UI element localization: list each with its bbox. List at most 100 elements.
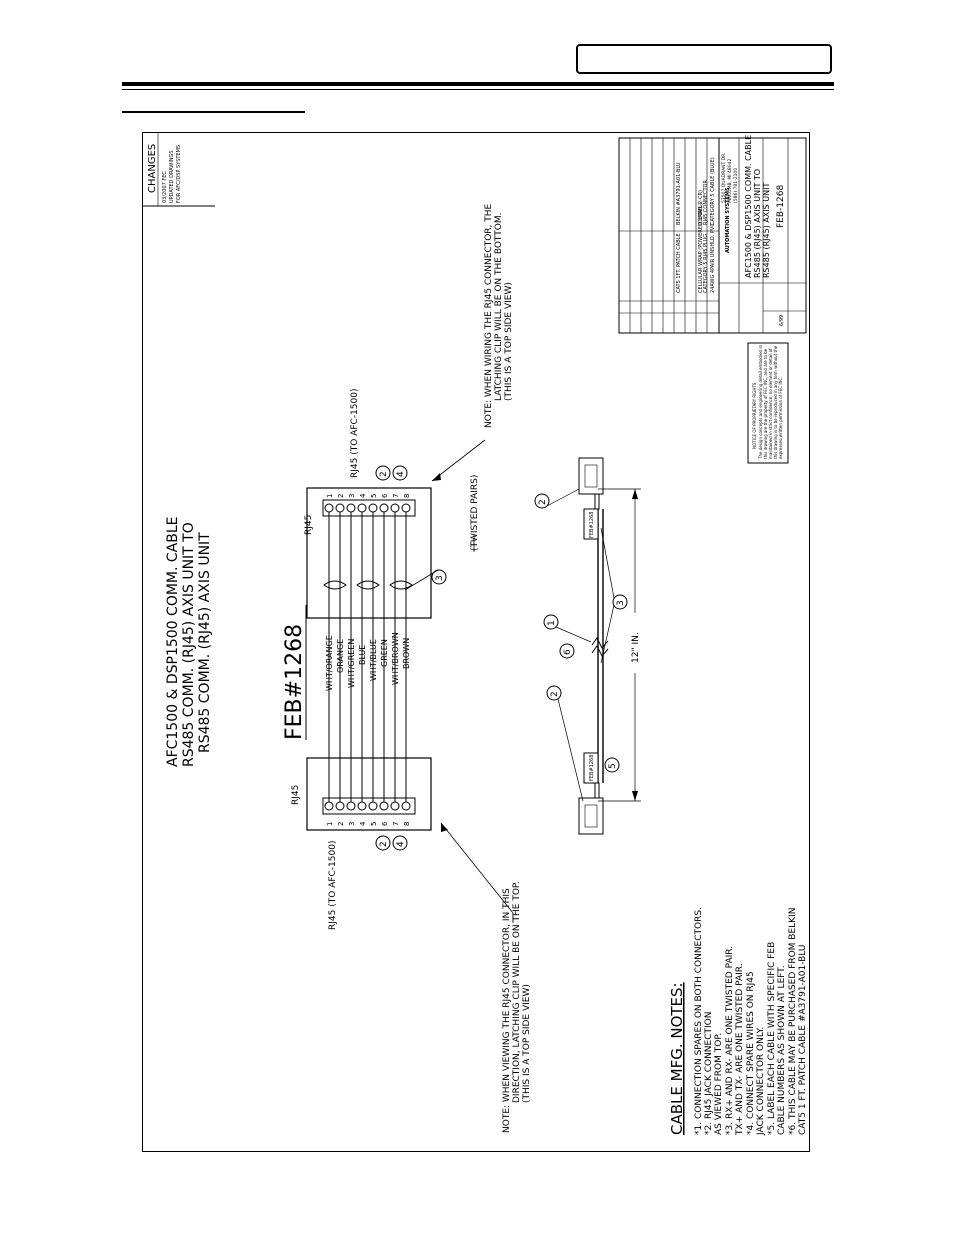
bom-table: [618, 137, 807, 334]
title-block-date: 6/99: [779, 315, 785, 326]
proprietary-l1: The design concepts and engineering deta…: [758, 345, 763, 460]
cable-tag-top: FEB#1268: [589, 512, 595, 538]
rj45-right-pin-1: 1: [326, 494, 334, 498]
title-line3: RS485 COMM. (RJ45) AXIS UNIT: [197, 532, 213, 753]
mfg-note-11: CAT5 1 FT. PATCH CABLE #A3791-A01-BLU: [798, 945, 808, 1135]
rj45-left-pin-6: 6: [381, 821, 389, 826]
bom-r5-c4: RJ45 CONNECTOR: [703, 180, 709, 225]
mfg-note-2: *2. RJ45 JACK CONNECTION: [704, 1012, 714, 1135]
cable-callout-3a: 3: [616, 600, 626, 606]
bom-r6-c3: 24AWG 4PAIR UNSHLD. PVC: [710, 223, 716, 293]
bom-r4-c3: CELLULAR WRAP (POWERED LABEL): [698, 203, 704, 293]
mfg-note-1: *1. CONNECTION SPARES ON BOTH CONNECTORS…: [694, 907, 704, 1135]
wire-label-7: WHT/BROWN: [391, 632, 400, 685]
changes-detail1: UPDATED DRAWINGS: [169, 150, 175, 203]
rj45-right-pin-8: 8: [403, 494, 411, 498]
wire-label-4: BLUE: [358, 645, 367, 665]
note-right-line2: LATCHING CLIP WILL BE ON THE BOTTOM.: [494, 213, 504, 401]
rj45-right-pin-2: 2: [337, 494, 345, 498]
rj45-left-callout-2: 2: [379, 841, 389, 847]
cable-callout-5: 5: [608, 763, 618, 769]
title-block-drawing-no: FEB-1268: [776, 185, 786, 228]
bom-r5-c3: CATEGORY 5 RJ45 PLUG: [703, 234, 709, 293]
rj45-left-pin-5: 5: [370, 822, 378, 826]
note-right-line1: NOTE: WHEN WIRING THE RJ45 CONNECTOR, TH…: [484, 203, 494, 428]
company-address1: 51507 QUADRANT DR.: [721, 152, 727, 203]
note-right-line3: (THIS IS A TOP SIDE VIEW): [504, 282, 514, 401]
mfg-note-3: AS VIEWED FROM TOP.: [714, 1033, 724, 1135]
mfg-note-7: JACK CONNECTOR ONLY.: [756, 1027, 766, 1136]
rj45-left-pin-1: 1: [326, 822, 334, 826]
cable-tag-bottom: FEB#1268: [589, 755, 595, 781]
twisted-pairs-label: (TWISTED PAIRS): [470, 475, 480, 551]
note-left-line3: (THIS IS A TOP SIDE VIEW): [522, 984, 532, 1103]
title-block-desc3: RS485 (RJ45) AXIS UNIT: [762, 183, 771, 278]
title-line1: AFC1500 & DSP1500 COMM. CABLE: [165, 517, 181, 768]
rj45-right-callout-2: 2: [379, 471, 389, 477]
rj45-left-pin-8: 8: [403, 822, 411, 826]
rj45-left-pin-4: 4: [359, 821, 367, 826]
title-block: [719, 138, 806, 334]
cable-connector-bottom: [578, 782, 604, 835]
header-rule-thin: [122, 89, 834, 90]
company-phone: (586) 781-2100: [733, 168, 739, 203]
rj45-left-pin-2: 2: [337, 822, 345, 826]
wire-label-1: WHT/ORANGE: [325, 635, 334, 691]
rj45-right-label: RJ45: [304, 515, 314, 535]
bom-r1-c4: BELKIN #A3791-A01-BLU: [676, 162, 682, 225]
title-line2: RS485 COMM. (RJ45) AXIS UNIT TO: [181, 522, 197, 767]
rj45-left-caption: RJ45 (TO AFC-1500): [328, 841, 338, 930]
proprietary-notice: NOTICE OF PROPRIETARY RIGHTS The design …: [752, 345, 783, 460]
proprietary-l2: this drawing are the property of FEC INC…: [763, 348, 768, 459]
section-rule: [122, 111, 305, 113]
drawing-svg: CHANGES 03/2007 FEC UPDATED DRAWINGS FOR…: [143, 133, 808, 1136]
mfg-note-10: *6. THIS CABLE MAY BE PURCHASED FROM BEL…: [788, 908, 798, 1135]
rj45-right-pin-3: 3: [348, 494, 356, 498]
cable-connector-top: [578, 457, 604, 510]
wire-label-6: GREEN: [380, 639, 389, 667]
rj45-right-caption: RJ45 (TO AFC-1500): [350, 389, 360, 478]
changes-entry: 03/2007 FEC: [162, 171, 168, 203]
cable-callout-2b: 2: [550, 691, 560, 697]
bom-r4-c4: (DETAIL-2-CR): [698, 190, 704, 225]
cable-callout-6: 6: [563, 649, 573, 655]
company-name: AUTOMATION SYSTEMS: [725, 187, 731, 253]
rj45-right-pin-5: 5: [370, 494, 378, 498]
changes-heading: CHANGES: [147, 144, 158, 193]
mfg-note-9: CABLE NUMBERS AS SHOWN AT LEFT.: [777, 965, 787, 1135]
bom-r1-c3: CAT5 1FT. PATCH CABLE: [676, 233, 682, 293]
wire-lines: [328, 512, 407, 802]
feb-label: FEB#1268: [282, 624, 307, 740]
proprietary-l4: this drawing is to be reproduced in any …: [773, 345, 778, 459]
bom-r6-c4: CATEGORY 5 CABLE (BLUE): [710, 157, 716, 225]
title-block-desc2: RS485 (RJ45) AXIS UNIT TO: [753, 169, 762, 278]
rj45-right-pin-7: 7: [392, 494, 400, 498]
mfg-notes-heading: CABLE MFG. NOTES:: [668, 982, 686, 1135]
note-left-line2: DIRECTION, LATCHING CLIP WILL BE ON THE …: [512, 881, 522, 1103]
rj45-left-pin-3: 3: [348, 822, 356, 826]
changes-detail2: FOR AFC/DSP SYSTEMS: [176, 145, 182, 203]
mfg-note-6: *4. CONNECT SPARE WIRES ON RJ45: [746, 971, 756, 1135]
mfg-note-8: *5. LABEL EACH CABLE WITH SPECIFIC FEB: [767, 942, 777, 1135]
note-left-line1: NOTE: WHEN VIEWING THE RJ45 CONNECTOR, I…: [502, 888, 512, 1133]
rj45-right-callout-4: 4: [396, 471, 406, 477]
proprietary-l3: maintained in strict confidence; no elem…: [768, 348, 773, 459]
rj45-right-pins: [324, 503, 411, 513]
mfg-notes: *1. CONNECTION SPARES ON BOTH CONNECTORS…: [694, 907, 808, 1136]
rj45-left-pins: [324, 801, 411, 811]
title-block-desc1: AFC1500 & DSP1500 COMM. CABLE: [744, 135, 753, 278]
proprietary-l5: expressed written permission of FEC INC.: [778, 376, 783, 459]
twist-symbols: [323, 580, 413, 590]
cable-length: 12" IN.: [631, 632, 641, 663]
rj45-left-callout-4: 4: [396, 841, 406, 847]
company-address2: MACOMB, MI 48042: [727, 159, 733, 203]
twisted-callout: 3: [435, 575, 445, 581]
wire-label-8: BROWN: [402, 638, 411, 669]
wire-label-5: WHT/BLUE: [369, 639, 378, 681]
rj45-left-pin-7: 7: [392, 822, 400, 826]
bom-rows: CAT5 1FT. PATCH CABLE BELKIN #A3791-A01-…: [676, 157, 716, 293]
proprietary-heading: NOTICE OF PROPRIETARY RIGHTS: [752, 382, 757, 449]
header-rule-thick: [122, 82, 834, 86]
wire-label-2: ORANGE: [336, 639, 345, 673]
rj45-right-pin-4: 4: [359, 493, 367, 498]
